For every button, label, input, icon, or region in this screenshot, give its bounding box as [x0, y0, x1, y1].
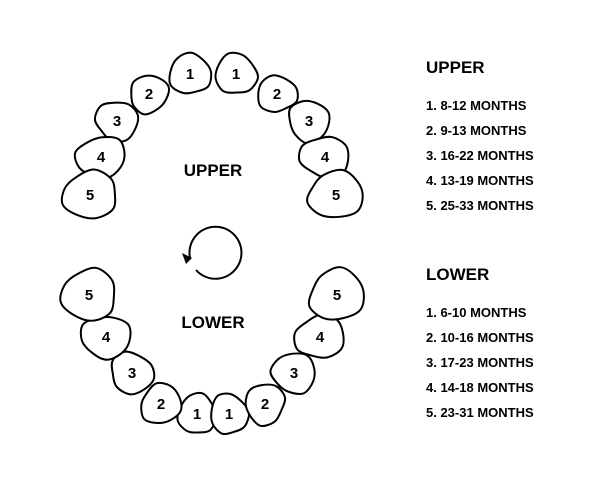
lower-legend-list: 1. 6-10 MONTHS 2. 10-16 MONTHS 3. 17-23 … — [426, 305, 534, 430]
tooth-number: 5 — [333, 287, 341, 304]
tooth-number: 3 — [290, 365, 298, 382]
tooth-number: 3 — [305, 113, 313, 130]
upper-jaw-label: UPPER — [184, 161, 243, 180]
tooth-outline — [307, 266, 365, 321]
tooth-eruption-diagram: 1 2 3 4 5 1 2 3 4 5 1 2 3 4 5 1 2 3 4 5 UPPER LOWER — [59, 51, 365, 436]
tooth-outline — [130, 74, 171, 116]
upper-tooth-right-1 — [214, 51, 259, 94]
lower-tooth-left-2 — [140, 381, 183, 424]
lower-arch: 1 2 3 4 5 1 2 3 4 5 — [59, 266, 365, 436]
tooth-outline — [93, 101, 140, 143]
lower-legend-title: LOWER — [426, 265, 490, 284]
lower-legend: LOWER 1. 6-10 MONTHS 2. 10-16 MONTHS 3. … — [426, 265, 534, 430]
tooth-outline — [110, 350, 156, 396]
tooth-outline — [257, 74, 299, 114]
tooth-outline — [168, 51, 213, 95]
legend-item: 2. 9-13 MONTHS — [426, 123, 527, 138]
upper-tooth-left-2 — [130, 74, 171, 116]
legend-item: 1. 8-12 MONTHS — [426, 98, 527, 113]
tooth-number: 4 — [97, 149, 106, 166]
tooth-outline — [210, 392, 251, 436]
tooth-number: 2 — [273, 86, 281, 103]
tooth-number: 2 — [261, 396, 269, 413]
legend-item: 2. 10-16 MONTHS — [426, 330, 534, 345]
lower-jaw-label: LOWER — [181, 313, 244, 332]
tooth-number: 1 — [232, 66, 240, 83]
upper-arch: 1 2 3 4 5 1 2 3 4 5 — [60, 51, 364, 220]
legend-item: 1. 6-10 MONTHS — [426, 305, 527, 320]
tooth-number: 1 — [186, 66, 194, 83]
upper-tooth-right-5 — [306, 168, 364, 219]
tooth-outline — [214, 51, 259, 94]
tooth-number: 4 — [102, 329, 111, 346]
tooth-number: 1 — [225, 406, 233, 423]
tooth-outline — [140, 381, 183, 424]
tooth-number: 4 — [316, 329, 325, 346]
legend-item: 3. 17-23 MONTHS — [426, 355, 534, 370]
lower-tooth-right-5 — [307, 266, 365, 321]
tooth-outline — [244, 383, 287, 428]
tooth-number: 4 — [321, 149, 330, 166]
legend-item: 5. 25-33 MONTHS — [426, 198, 534, 213]
tooth-number: 2 — [157, 396, 165, 413]
tooth-outline — [306, 168, 364, 219]
tooth-outline — [73, 136, 126, 179]
legend-item: 5. 23-31 MONTHS — [426, 405, 534, 420]
circular-arrow-icon — [182, 225, 243, 280]
lower-tooth-left-5 — [59, 266, 116, 322]
upper-legend-list: 1. 8-12 MONTHS 2. 9-13 MONTHS 3. 16-22 M… — [426, 98, 534, 223]
lower-tooth-right-2 — [244, 383, 287, 428]
lower-tooth-right-1 — [210, 392, 251, 436]
legend-item: 3. 16-22 MONTHS — [426, 148, 534, 163]
upper-tooth-left-5 — [60, 168, 117, 220]
tooth-number: 5 — [332, 187, 340, 204]
upper-tooth-left-3 — [93, 101, 140, 143]
tooth-number: 1 — [193, 406, 201, 423]
tooth-number: 2 — [145, 86, 153, 103]
tooth-outline — [269, 352, 316, 395]
tooth-number: 5 — [86, 187, 94, 204]
tooth-outline — [60, 168, 117, 220]
tooth-number: 3 — [113, 113, 121, 130]
tooth-number: 5 — [85, 287, 93, 304]
upper-legend: UPPER 1. 8-12 MONTHS 2. 9-13 MONTHS 3. 1… — [426, 58, 534, 223]
tooth-outline — [79, 315, 132, 361]
upper-legend-title: UPPER — [426, 58, 485, 77]
tooth-number: 3 — [128, 365, 136, 382]
lower-tooth-left-4 — [79, 315, 132, 361]
upper-tooth-left-1 — [168, 51, 213, 95]
tooth-outline — [59, 266, 116, 322]
lower-tooth-right-3 — [269, 352, 316, 395]
upper-tooth-left-4 — [73, 136, 126, 179]
upper-tooth-right-2 — [257, 74, 299, 114]
legend-item: 4. 14-18 MONTHS — [426, 380, 534, 395]
lower-tooth-left-3 — [110, 350, 156, 396]
legend-item: 4. 13-19 MONTHS — [426, 173, 534, 188]
